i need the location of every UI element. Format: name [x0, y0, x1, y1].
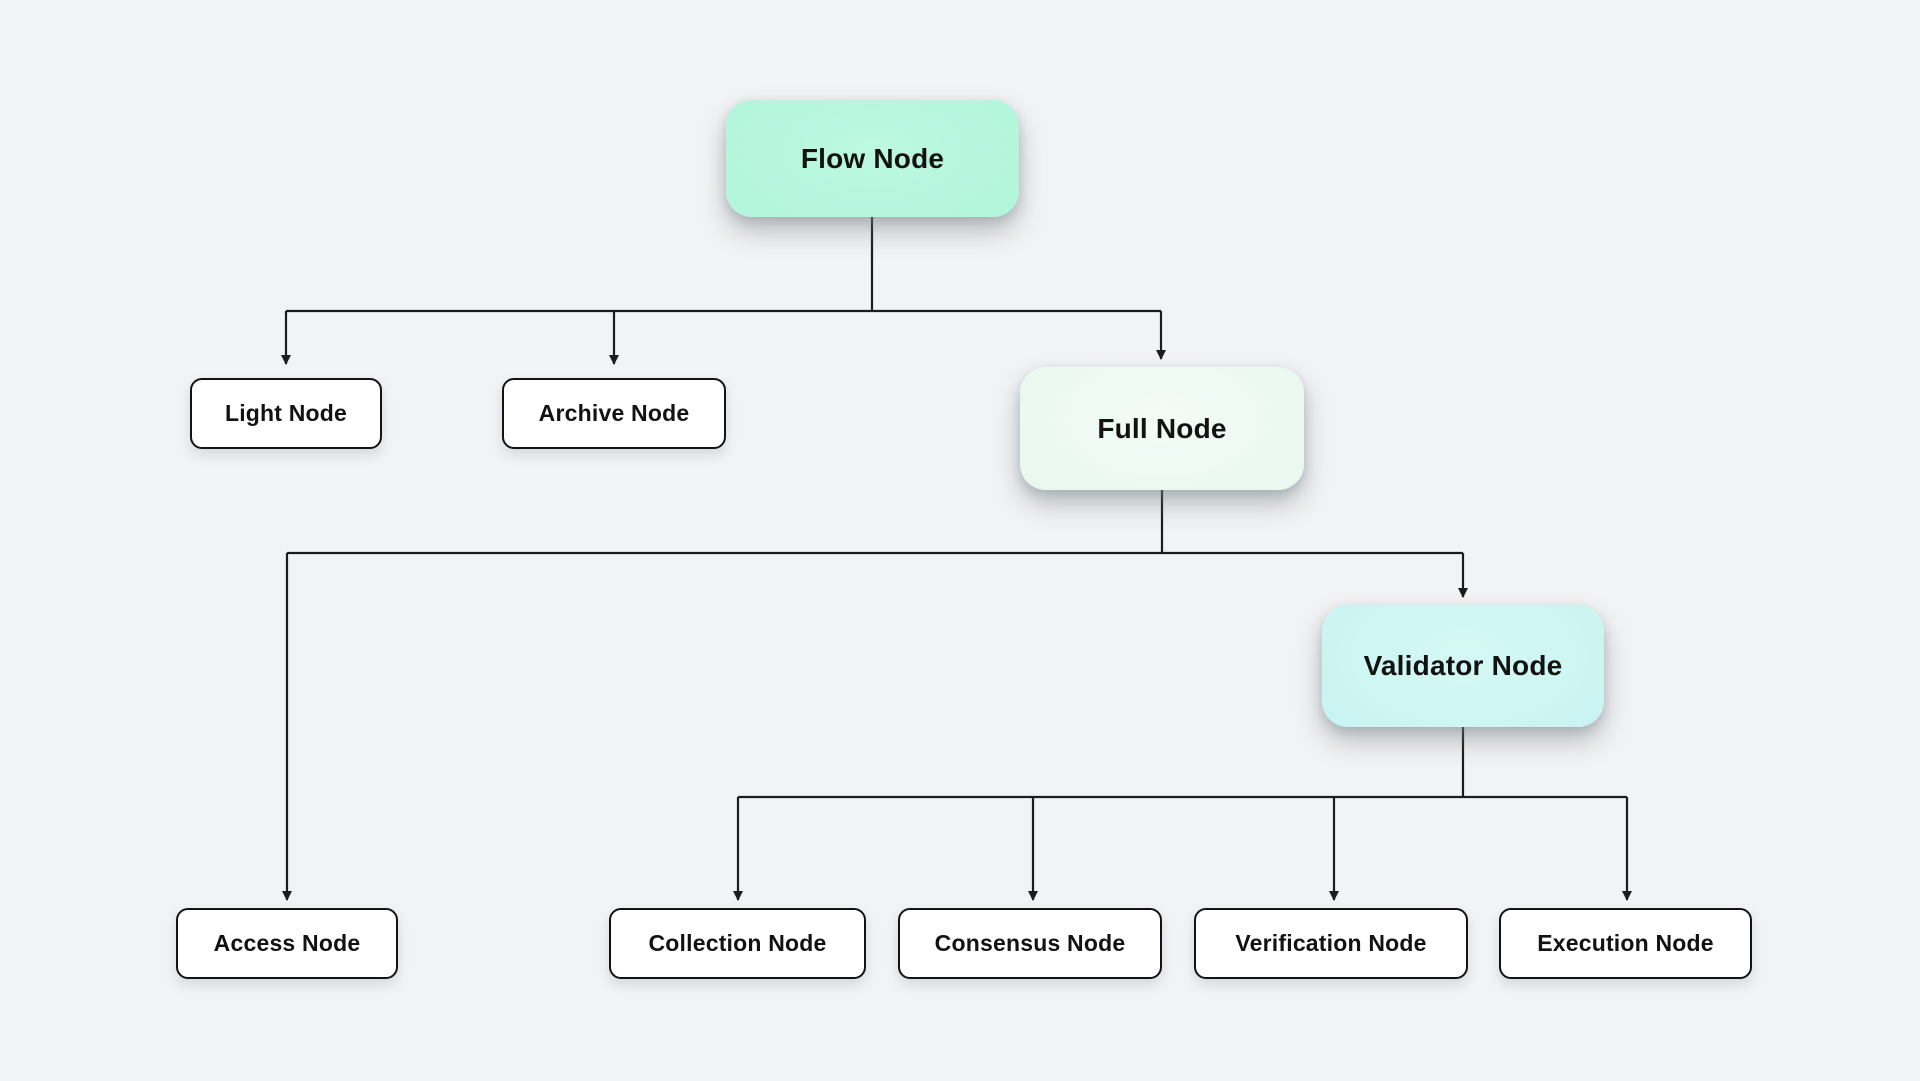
consensus-node-box: Consensus Node: [898, 908, 1162, 979]
collection-node-label: Collection Node: [648, 930, 827, 956]
light-node-label: Light Node: [224, 400, 348, 426]
consensus-node-label: Consensus Node: [934, 930, 1126, 956]
archive-node-label: Archive Node: [538, 400, 690, 426]
flow-node-label: Flow Node: [800, 142, 945, 174]
archive-node-box: Archive Node: [502, 378, 726, 449]
execution-node-box: Execution Node: [1499, 908, 1752, 979]
light-node-box: Light Node: [190, 378, 382, 449]
validator-node-label: Validator Node: [1363, 650, 1563, 681]
full-node-label: Full Node: [1097, 412, 1227, 444]
access-node-label: Access Node: [213, 930, 361, 956]
full-node-box: Full Node: [1020, 367, 1304, 490]
verification-node-label: Verification Node: [1235, 930, 1427, 956]
execution-node-label: Execution Node: [1537, 930, 1714, 956]
collection-node-box: Collection Node: [609, 908, 866, 979]
verification-node-box: Verification Node: [1194, 908, 1468, 979]
flow-node-box: Flow Node: [726, 100, 1019, 217]
validator-node-box: Validator Node: [1322, 605, 1604, 727]
access-node-box: Access Node: [176, 908, 398, 979]
